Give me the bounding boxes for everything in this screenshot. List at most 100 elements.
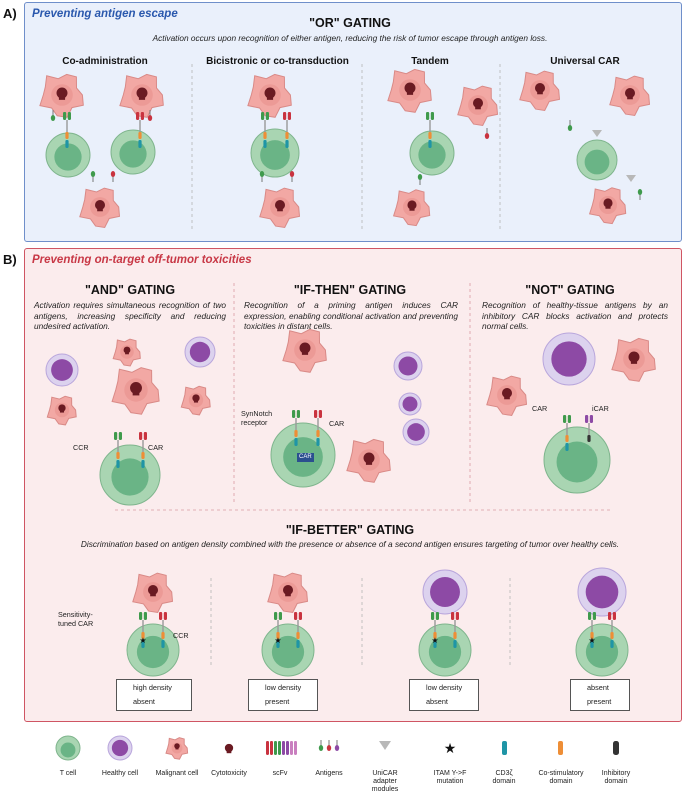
scenario-3-red: absent xyxy=(426,697,448,706)
itam-star: ★ xyxy=(588,636,595,645)
scfv-icon xyxy=(139,432,143,440)
cd3z-domain xyxy=(141,640,145,648)
skull-jaw xyxy=(138,96,146,100)
scfv-icon xyxy=(318,410,322,418)
antigen xyxy=(259,171,265,177)
scfv-icon xyxy=(274,612,278,620)
skull-jaw xyxy=(277,208,283,212)
cd3z-domain xyxy=(285,140,289,148)
skull-icon xyxy=(130,382,142,394)
scfv-icon xyxy=(63,112,67,120)
scfv-icon xyxy=(451,612,455,620)
skull-jaw xyxy=(475,106,481,110)
section-a-label: A) xyxy=(3,6,17,21)
scfv-icon xyxy=(274,741,277,755)
healthy-nucleus xyxy=(189,341,211,363)
skull-jaw xyxy=(365,461,373,465)
itam-star: ★ xyxy=(274,636,281,645)
scfv-icon xyxy=(139,612,143,620)
if-better-gating-description: Discrimination based on antigen density … xyxy=(80,539,620,549)
cd3z-domain xyxy=(116,460,120,468)
signal-domain xyxy=(141,632,145,639)
signal-domain xyxy=(316,430,320,437)
scenario-4-red: present xyxy=(587,697,612,706)
antigen xyxy=(318,745,324,751)
skull-icon xyxy=(264,87,276,99)
cd3z-domain xyxy=(65,140,69,148)
scfv-icon xyxy=(67,112,71,120)
legend-label-t-cell: T cell xyxy=(59,770,77,777)
scfv-icon xyxy=(278,612,282,620)
cd3z-domain xyxy=(138,140,142,148)
cd3z-domain xyxy=(610,640,614,648)
healthy-nucleus xyxy=(585,575,619,609)
signal-domain xyxy=(587,435,591,442)
skull-icon xyxy=(363,452,375,464)
or-gating-title: "OR" GATING xyxy=(309,16,391,30)
not-gating-description: Recognition of healthy-tissue antigens b… xyxy=(482,300,668,331)
scfv-icon xyxy=(118,432,122,440)
signal-domain xyxy=(296,632,300,639)
signal-domain xyxy=(65,132,69,139)
t-cell-nucleus xyxy=(111,458,149,496)
signal-domain xyxy=(453,632,457,639)
antigen xyxy=(110,171,116,177)
scfv-icon xyxy=(266,741,269,755)
skull-icon xyxy=(123,346,131,354)
healthy-nucleus xyxy=(398,356,418,376)
cd3z-domain xyxy=(590,640,594,648)
if-then-gating-title: "IF-THEN" GATING xyxy=(293,283,407,297)
t-cell-nucleus xyxy=(584,149,610,175)
panel-a-title: Preventing antigen escape xyxy=(32,8,178,20)
skull-jaw xyxy=(605,205,611,209)
sensitivity-tuned-car-label: Sensitivity-tuned CAR xyxy=(58,610,94,628)
antigen xyxy=(417,174,423,180)
antigen xyxy=(567,125,573,131)
antigen xyxy=(326,745,332,751)
antigen xyxy=(50,115,56,121)
healthy-nucleus xyxy=(402,396,418,412)
scfv-icon xyxy=(292,410,296,418)
healthy-nucleus xyxy=(51,359,73,381)
scenario-3-green: low density xyxy=(426,683,463,692)
skull-jaw xyxy=(132,391,140,396)
skull-jaw xyxy=(504,396,510,400)
t-cell-nucleus xyxy=(54,143,82,171)
adapter-icon xyxy=(592,130,602,137)
signal-domain xyxy=(263,132,267,139)
skull-jaw xyxy=(125,352,129,355)
cd3z-domain xyxy=(296,640,300,648)
legend-label-itam: ITAM Y->F mutation xyxy=(433,770,467,785)
cd3z-domain xyxy=(453,640,457,648)
scfv-icon xyxy=(294,612,298,620)
signal-domain xyxy=(141,452,145,459)
scfv-icon xyxy=(435,612,439,620)
signal-domain xyxy=(116,452,120,459)
skull-icon xyxy=(282,584,294,596)
skull-icon xyxy=(58,404,66,412)
not-car-label: CAR xyxy=(532,404,548,413)
skull-icon xyxy=(472,97,484,109)
signal-domain xyxy=(433,632,437,639)
subpanel-universal-car: Universal CAR xyxy=(550,56,620,67)
and-ccr-label: CCR xyxy=(73,443,89,452)
skull-icon xyxy=(136,87,148,99)
legend-label-adapter: UniCAR adapter modules xyxy=(371,770,399,793)
skull-jaw xyxy=(150,593,156,597)
scenario-1-red: absent xyxy=(133,697,155,706)
scenario-1-green: high density xyxy=(133,683,172,692)
not-icar-label: iCAR xyxy=(592,404,609,413)
signal-domain xyxy=(565,435,569,442)
skull-icon xyxy=(628,351,640,363)
scfv-icon xyxy=(286,741,289,755)
and-gating-description: Activation requires simultaneous recogni… xyxy=(34,300,226,331)
scfv-icon xyxy=(136,112,140,120)
skull-icon xyxy=(501,387,513,399)
star-icon: ★ xyxy=(444,741,457,757)
not-gating-title: "NOT" GATING xyxy=(525,283,615,297)
scenario-box-4: absent present xyxy=(570,679,630,711)
scfv-icon xyxy=(143,432,147,440)
signal-domain xyxy=(294,430,298,437)
legend-label-scfv: scFv xyxy=(272,770,288,777)
signal-domain xyxy=(276,632,280,639)
